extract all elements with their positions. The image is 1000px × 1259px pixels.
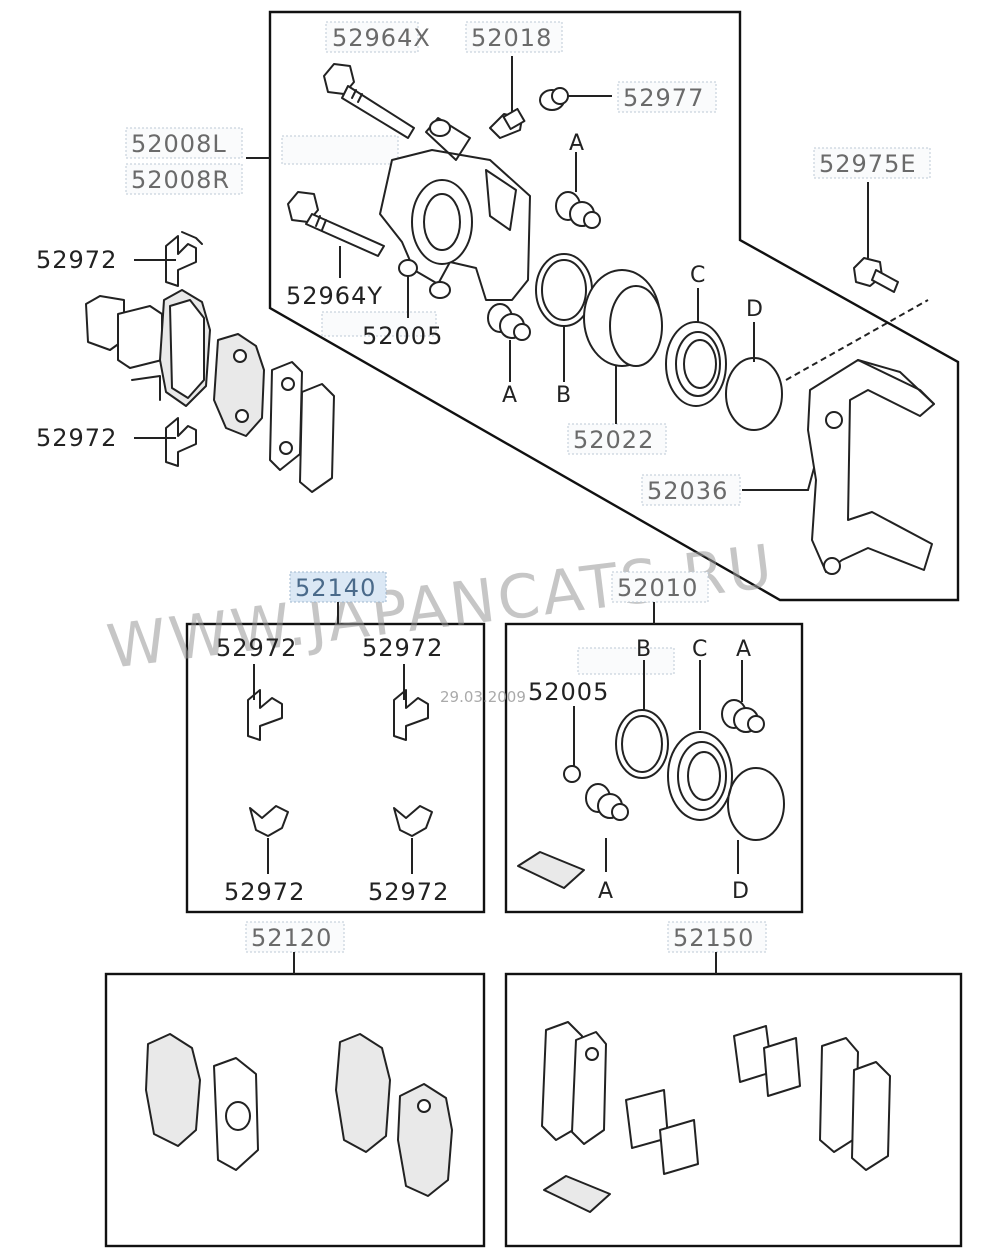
kit-52150-shim-2[interactable] (571, 1031, 607, 1145)
label-box-52010[interactable] (611, 571, 709, 603)
bleeder-cap[interactable] (539, 87, 569, 111)
kit-boot-upper[interactable] (721, 699, 765, 733)
label-box-52018[interactable] (465, 21, 563, 53)
part-number-52972-kit-4[interactable]: 52972 (368, 878, 449, 906)
kit-clip-2[interactable] (393, 689, 429, 741)
pad-shim-outer-2[interactable] (299, 383, 335, 493)
part-number-52008R[interactable]: 52008R (131, 166, 230, 194)
part-number-52010[interactable]: 52010 (617, 574, 698, 602)
kit-52120-shim-1[interactable] (213, 1057, 259, 1171)
part-number-52975E[interactable]: 52975E (819, 150, 917, 178)
label-box-52036[interactable] (641, 474, 741, 506)
kit-bushing[interactable] (563, 765, 581, 783)
label-box-52022[interactable] (567, 423, 667, 455)
part-number-52972-kit-3[interactable]: 52972 (224, 878, 305, 906)
guide-pin-bolt-lower[interactable] (287, 191, 385, 257)
part-number-52022[interactable]: 52022 (573, 426, 654, 454)
letter-A-kit-low: A (598, 879, 613, 904)
kit-dust-boot[interactable] (667, 731, 733, 821)
part-number-52150[interactable]: 52150 (673, 924, 754, 952)
label-box-52975E[interactable] (813, 147, 931, 179)
label-box-blank-kit (577, 647, 675, 675)
bleeder-screw[interactable] (489, 107, 526, 139)
leader-lines (134, 56, 929, 974)
kit-piston-seal[interactable] (615, 709, 669, 779)
letter-C-kit: C (692, 637, 707, 662)
part-number-52972-kit-2[interactable]: 52972 (362, 634, 443, 662)
label-box-blank-top (281, 135, 399, 165)
part-number-52972-kit-1[interactable]: 52972 (216, 634, 297, 662)
kit-52150-clip-2[interactable] (659, 1119, 699, 1175)
kit-box-52150 (504, 972, 963, 1248)
pad-shim-outer[interactable] (269, 361, 303, 471)
label-box-blank-mid (321, 311, 437, 337)
kit-52150-grease-packet[interactable] (543, 1175, 611, 1213)
kit-52120-pad-1[interactable] (145, 1033, 201, 1147)
label-box-52977[interactable] (617, 81, 717, 113)
letter-B-kit: B (636, 637, 651, 662)
brake-pad-outer[interactable] (213, 333, 265, 437)
part-number-52120[interactable]: 52120 (251, 924, 332, 952)
anti-squeal-clip-upper[interactable] (165, 231, 203, 287)
label-box-52140[interactable] (289, 571, 387, 603)
pin-boot-upper[interactable] (555, 191, 601, 229)
bracket-bolt[interactable] (853, 257, 899, 293)
part-number-52140[interactable]: 52140 (295, 574, 376, 602)
label-box-52120[interactable] (245, 921, 345, 953)
letter-A-low: A (502, 383, 517, 408)
letter-A-kit-top: A (736, 637, 751, 662)
kit-grease-packet[interactable] (517, 851, 585, 889)
kit-retaining-ring[interactable] (727, 767, 785, 841)
date-stamp: 29.03.2009 (440, 688, 526, 706)
part-number-52972-upper[interactable]: 52972 (36, 246, 117, 274)
piston-dust-boot[interactable] (665, 321, 727, 407)
anti-squeal-clip-lower[interactable] (165, 417, 197, 467)
part-number-52005-kit[interactable]: 52005 (528, 678, 609, 706)
kit-52120-pad-3[interactable] (397, 1083, 453, 1197)
kit-clip-1[interactable] (247, 689, 283, 741)
kit-52150-clip-4[interactable] (763, 1037, 801, 1097)
letter-D-kit: D (732, 879, 749, 904)
caliper-assembly-frame (268, 10, 960, 602)
part-number-52964X[interactable]: 52964X (332, 24, 431, 52)
part-number-52972-lower[interactable]: 52972 (36, 424, 117, 452)
caliper-support-bracket[interactable] (807, 359, 935, 575)
kit-52150-shim-4[interactable] (851, 1061, 891, 1171)
guide-pin-bolt-upper[interactable] (323, 63, 415, 139)
kit-clip-4[interactable] (393, 805, 433, 837)
kit-boot-lower[interactable] (585, 783, 629, 821)
letter-C-top: C (690, 263, 705, 288)
brake-pad-inner[interactable] (159, 289, 211, 407)
part-number-52008L[interactable]: 52008L (131, 130, 227, 158)
part-number-52964Y[interactable]: 52964Y (286, 282, 383, 310)
label-box-52008R[interactable] (125, 163, 243, 195)
label-box-52964X[interactable] (325, 21, 419, 53)
kit-clip-3[interactable] (249, 805, 289, 837)
label-box-52008L[interactable] (125, 127, 243, 159)
pin-boot-lower[interactable] (487, 303, 531, 341)
part-number-52977[interactable]: 52977 (623, 84, 704, 112)
caliper-body[interactable] (379, 117, 531, 301)
letter-D-top: D (746, 297, 763, 322)
guide-bushing-top[interactable] (398, 259, 418, 277)
pad-shim-left[interactable] (85, 295, 163, 401)
brake-piston[interactable] (583, 269, 663, 367)
retaining-ring[interactable] (725, 357, 783, 431)
part-number-52018[interactable]: 52018 (471, 24, 552, 52)
part-number-52005-top[interactable]: 52005 (362, 322, 443, 350)
part-number-52036[interactable]: 52036 (647, 477, 728, 505)
kit-52120-pad-2[interactable] (335, 1033, 391, 1153)
kit-box-52140 (185, 622, 486, 914)
letter-B-top: B (556, 383, 571, 408)
letter-A-top: A (569, 131, 584, 156)
label-box-52150[interactable] (667, 921, 767, 953)
